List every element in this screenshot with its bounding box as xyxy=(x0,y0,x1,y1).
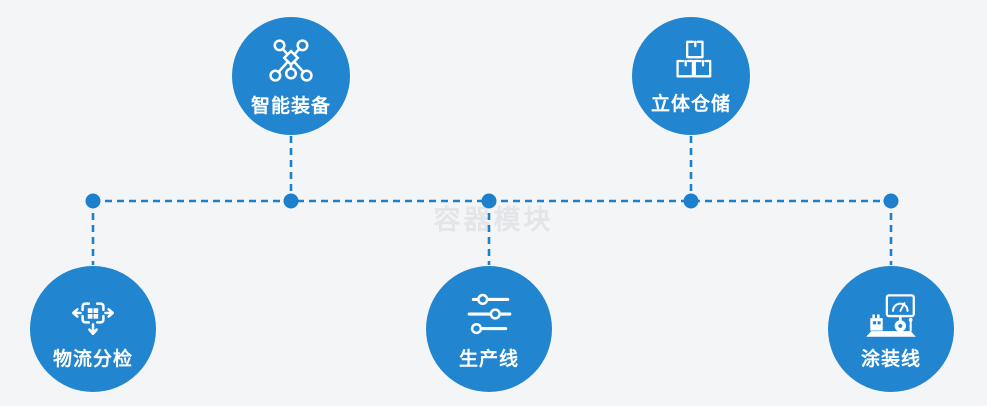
node-smart-equipment: 智能装备 xyxy=(232,17,350,135)
node-label: 生产线 xyxy=(458,349,519,370)
stacked-boxes-icon xyxy=(676,40,712,78)
junction-dot xyxy=(481,193,497,209)
network-nodes-icon xyxy=(269,39,313,82)
node-production-line: 生产线 xyxy=(426,266,552,392)
node-logistics-sorting: 物流分检 xyxy=(30,266,156,392)
sliders-icon xyxy=(467,293,512,335)
junction-dot xyxy=(283,193,299,209)
node-label: 智能装备 xyxy=(250,96,331,117)
node-label: 涂装线 xyxy=(860,349,921,370)
junction-dot xyxy=(683,193,699,209)
console-machine-icon xyxy=(866,294,916,337)
junction-dot xyxy=(883,193,899,209)
node-painting-line: 涂装线 xyxy=(828,266,954,392)
sorting-arrows-icon xyxy=(71,302,115,336)
node-label: 物流分检 xyxy=(52,349,133,370)
junction-dot xyxy=(85,193,101,209)
node-stereo-warehouse: 立体仓储 xyxy=(632,17,750,135)
node-label: 立体仓储 xyxy=(650,94,731,115)
